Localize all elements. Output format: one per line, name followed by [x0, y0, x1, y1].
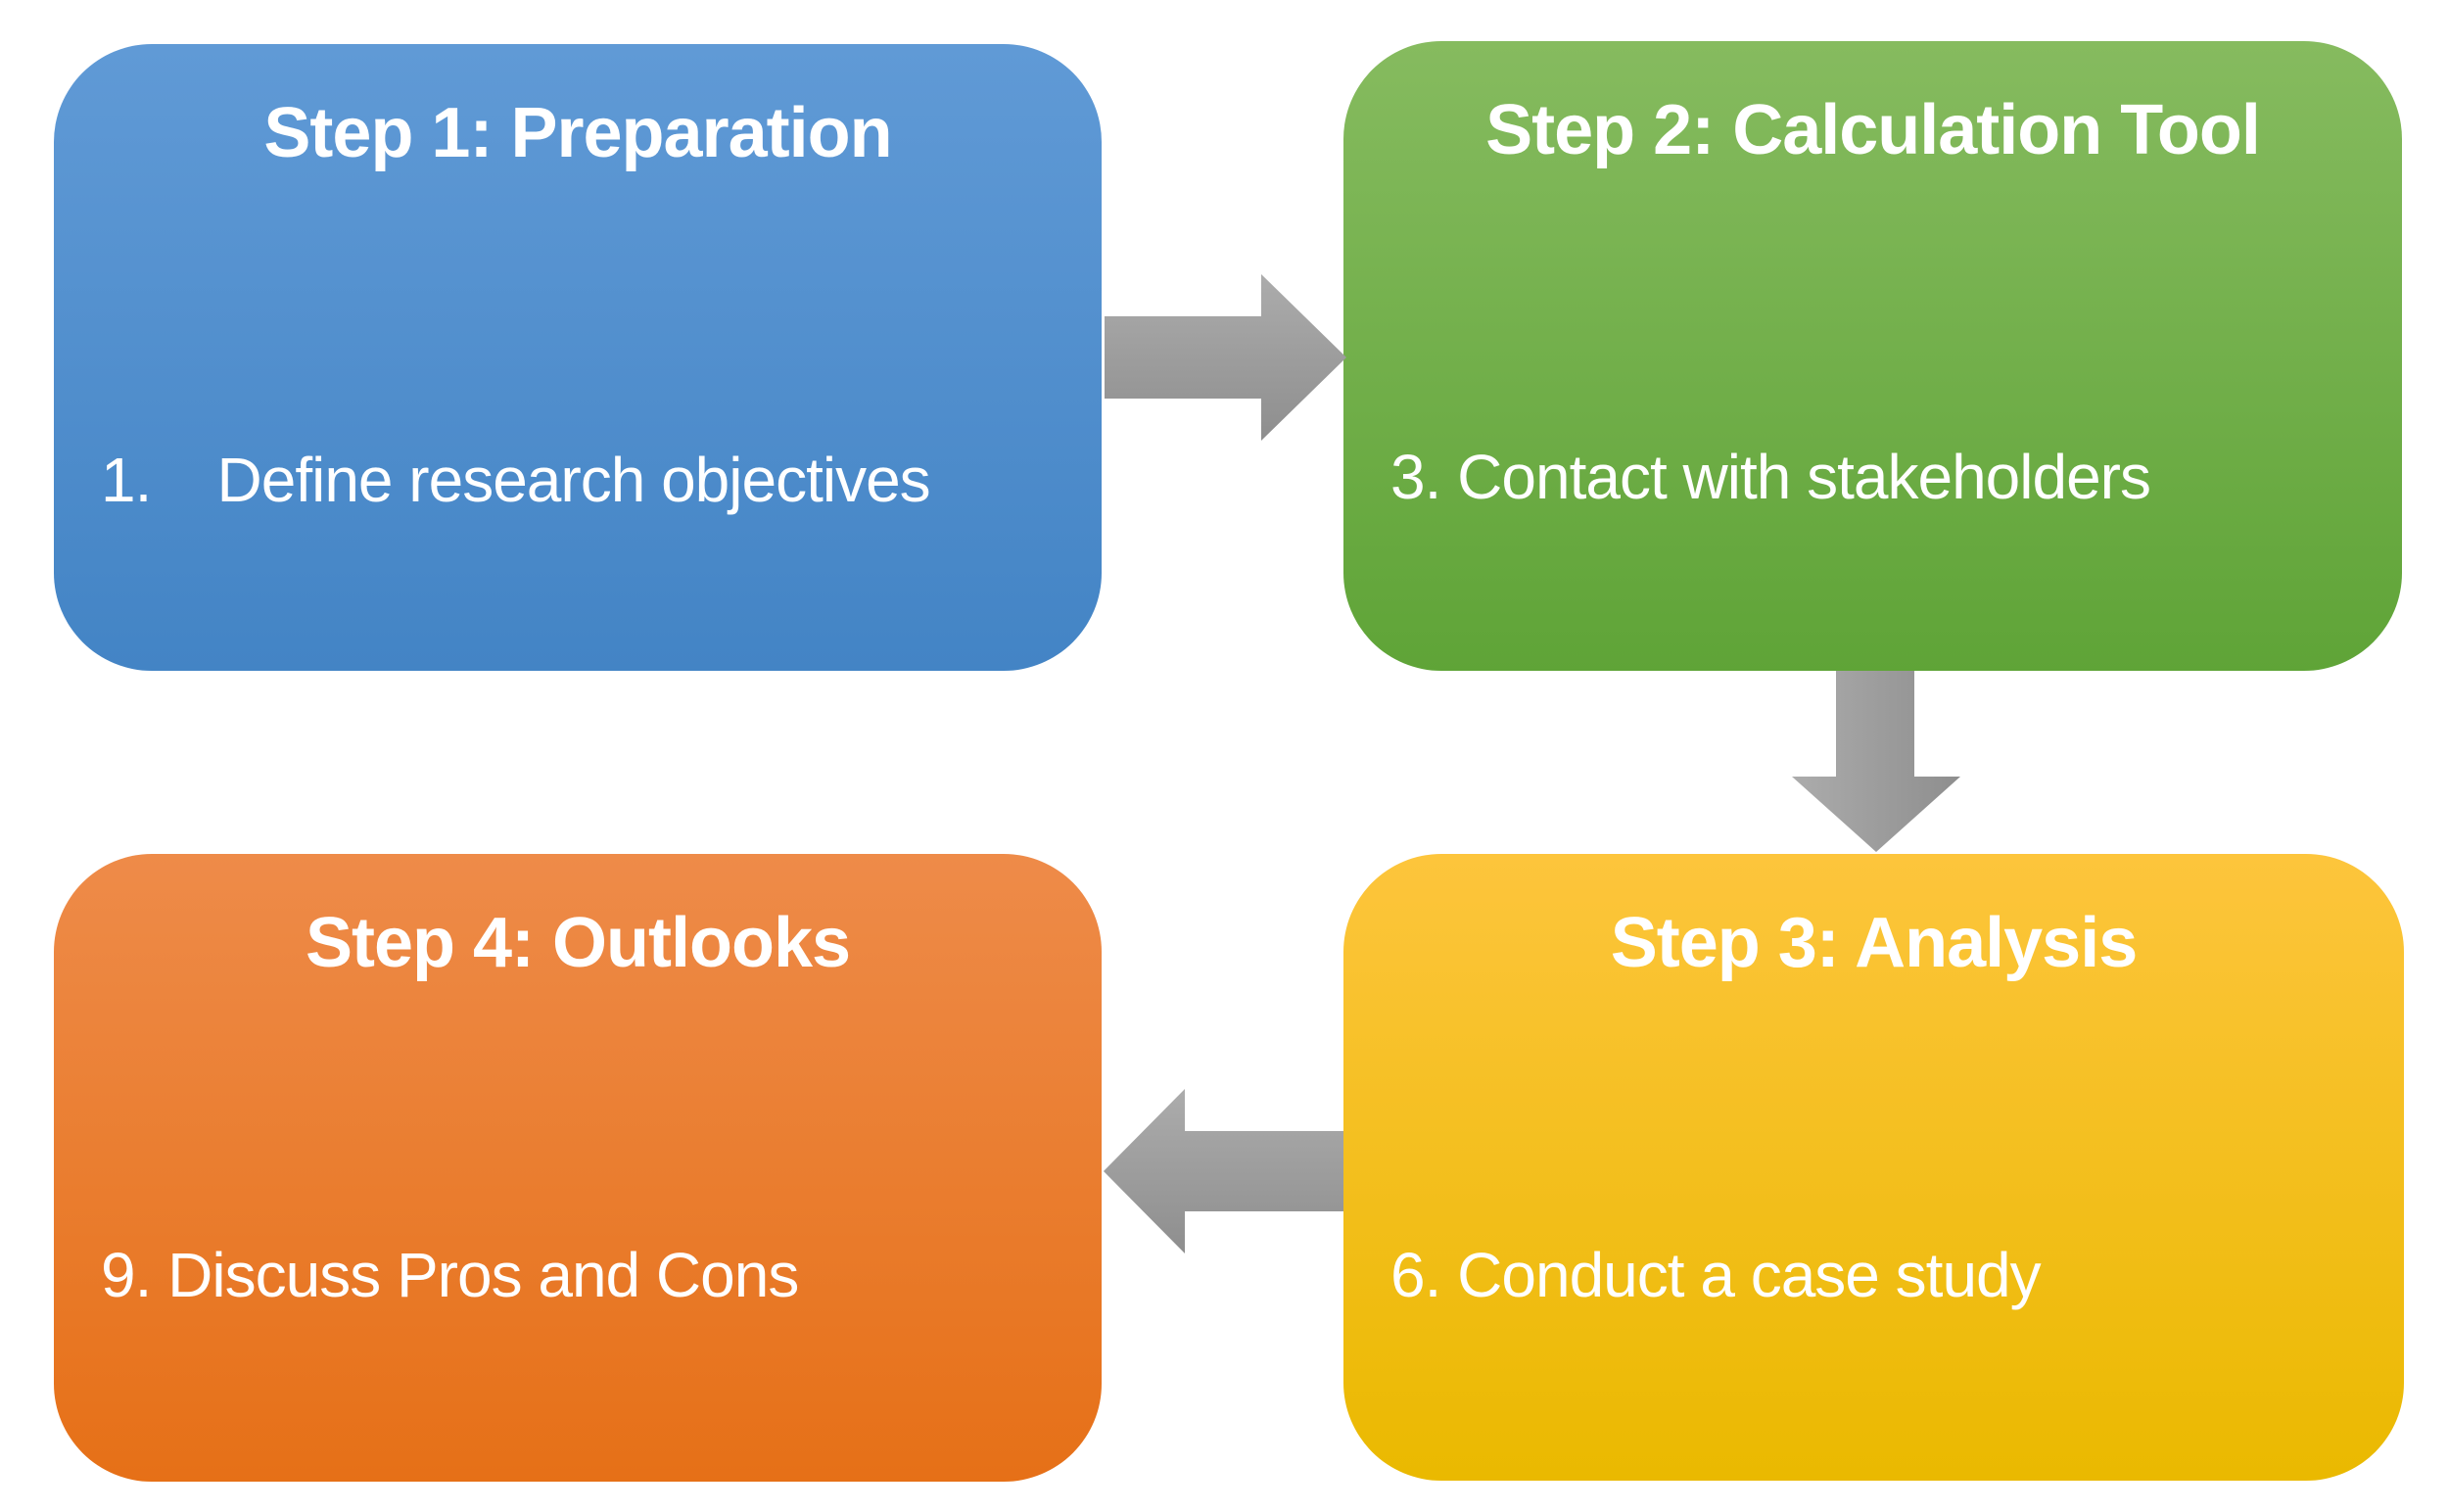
step-1-item-list: 1. Define research objectives 2. Interpr…	[54, 263, 1102, 956]
list-item: 3. Contact with stakeholders	[1390, 442, 2151, 513]
step-3-item-list: 6. Conduct a case study 7. Conduct sensi…	[1343, 1059, 2404, 1512]
step-4-item-list: 9. Discuss Pros and Cons 10. Suggestions…	[54, 1059, 1102, 1512]
step-1-box: Step 1: Preparation 1. Define research o…	[54, 44, 1102, 775]
list-item: 9. Discuss Pros and Cons	[101, 1240, 799, 1311]
step-3-box: Step 3: Analysis 6. Conduct a case study…	[1343, 854, 2404, 1512]
list-item: 2. Interpret GB/T51366	[101, 703, 771, 775]
step-4-box: Step 4: Outlooks 9. Discuss Pros and Con…	[54, 854, 1102, 1512]
list-item: 1. Define research objectives	[101, 445, 931, 516]
right-arrow-icon	[1105, 274, 1346, 441]
step-2-box: Step 2: Calculation Tool 3. Contact with…	[1343, 41, 2402, 1031]
step-2-title: Step 2: Calculation Tool	[1485, 91, 2261, 169]
list-item: 10. Suggestions for the future	[101, 1491, 1082, 1512]
left-arrow-icon	[1104, 1089, 1343, 1253]
list-item: 7. Conduct sensitivity analysis	[1390, 1491, 2384, 1512]
step-1-title: Step 1: Preparation	[263, 94, 892, 172]
list-item: 6. Conduct a case study	[1390, 1240, 2042, 1311]
step-4-title: Step 4: Outlooks	[305, 904, 851, 982]
step-3-title: Step 3: Analysis	[1610, 904, 2139, 982]
